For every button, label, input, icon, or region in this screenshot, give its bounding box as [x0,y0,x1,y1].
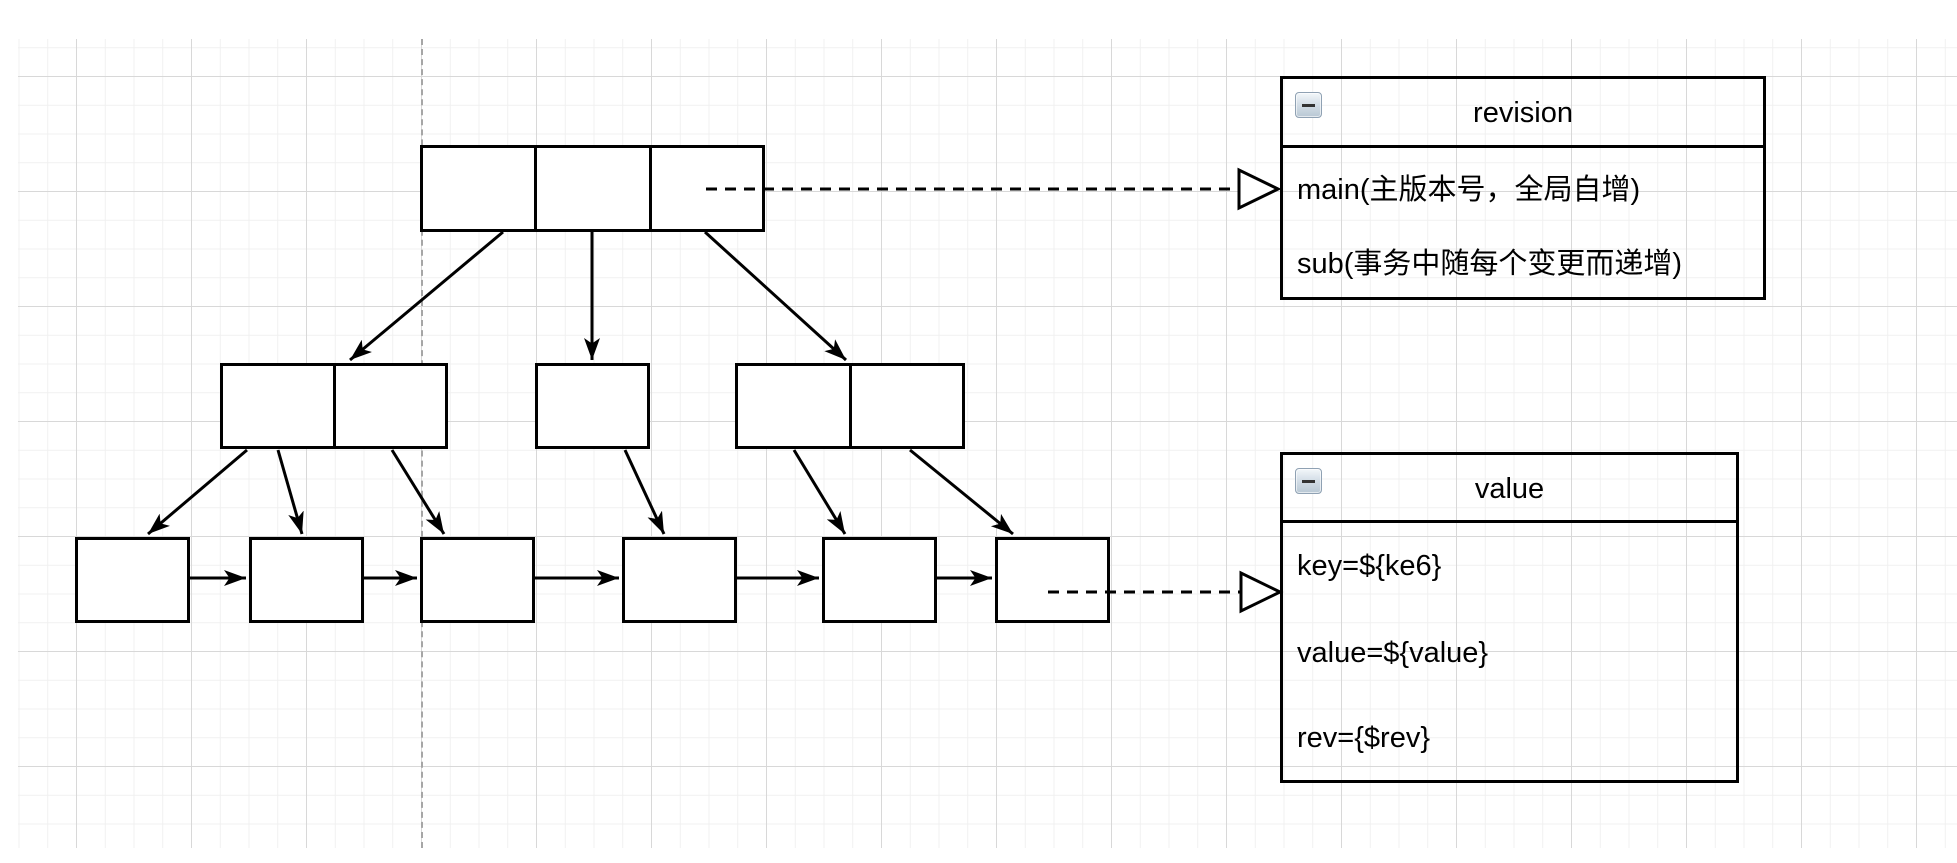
minus-icon [1302,103,1315,107]
class-title: revision [1473,97,1573,129]
btree-internal-node-left[interactable] [220,363,448,449]
btree-leaf-node-5[interactable] [822,537,937,623]
minus-icon [1302,479,1315,483]
btree-internal-node-middle[interactable] [535,363,650,449]
cell-divider [332,366,336,446]
class-attribute: main(主版本号，全局自增) [1297,174,1641,206]
btree-leaf-node-6[interactable] [995,537,1110,623]
class-attribute: sub(事务中随每个变更而递增) [1297,248,1683,280]
class-box-value-header: value [1283,455,1736,523]
class-attribute: rev={$rev} [1297,722,1431,754]
btree-leaf-node-3[interactable] [420,537,535,623]
btree-root-node[interactable] [420,145,765,232]
cell-divider [533,148,537,229]
class-attribute: value=${value} [1297,637,1489,669]
collapse-minus-button[interactable] [1295,92,1322,118]
collapse-minus-button[interactable] [1295,468,1322,494]
class-attribute: key=${ke6} [1297,550,1442,582]
class-box-revision[interactable]: revision main(主版本号，全局自增) sub(事务中随每个变更而递增… [1280,76,1766,300]
btree-leaf-node-2[interactable] [249,537,364,623]
class-box-revision-header: revision [1283,79,1763,148]
class-box-value[interactable]: value key=${ke6} value=${value} rev={$re… [1280,452,1739,783]
btree-leaf-node-4[interactable] [622,537,737,623]
cell-divider [848,366,852,446]
btree-leaf-node-1[interactable] [75,537,190,623]
class-title: value [1474,473,1545,505]
btree-internal-node-right[interactable] [735,363,965,449]
cell-divider [648,148,652,229]
